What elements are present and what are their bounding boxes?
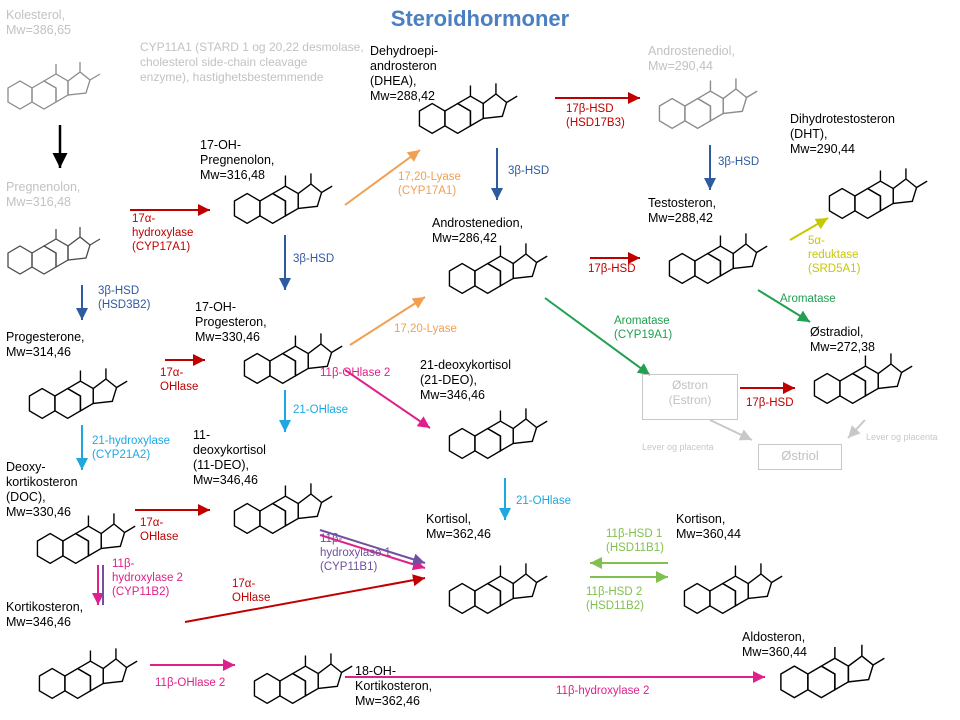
- ostriol-box: Østriol: [758, 444, 842, 470]
- enzyme-11b-hydroxylase-2-bottom: 11β-hydroxylase 2: [556, 685, 650, 697]
- arrow-ostron-ostriol: [709, 419, 753, 441]
- kortison-structure: [683, 562, 783, 615]
- enzyme-17a-hydroxylase: 17α- hydroxylase (CYP17A1): [132, 213, 194, 253]
- enzyme-11b-hydroxylase-1: 11β- hydroxylase 1 (CYP11B1): [320, 533, 391, 573]
- arrow-11deo-kortisol-a: [319, 534, 426, 571]
- lever-placenta-note-b: Lever og placenta: [866, 432, 938, 442]
- testosteron-structure: [668, 232, 768, 285]
- enzyme-aromatase-b: Aromatase: [780, 293, 836, 305]
- androstenediol-label: Androstenediol,Mw=290,44: [648, 44, 735, 73]
- pregnenolon-structure: [7, 226, 101, 275]
- enzyme-11b-ohlase-2-b: 11β-OHlase 2: [155, 677, 226, 689]
- ostradiol-structure: [813, 352, 913, 405]
- deo21-structure: [448, 407, 548, 460]
- doc-structure: [36, 512, 136, 565]
- androstenedion-structure: [448, 242, 548, 295]
- dhea-label: Dehydroepi- androsteron (DHEA),Mw=288,42: [370, 44, 439, 103]
- testosteron-label: Testosteron,Mw=288,42: [648, 196, 717, 225]
- enzyme-17-20-lyase-a: 17,20-Lyase (CYP17A1): [398, 171, 461, 197]
- page-title: Steroidhormoner: [390, 6, 570, 31]
- enzyme-11b-hsd-2: 11β-HSD 2 (HSD11B2): [586, 586, 644, 612]
- enzyme-17b-hsd-b: 17β-HSD: [588, 263, 636, 275]
- kortikosteron-structure: [38, 647, 138, 700]
- enzyme-21-ohlase-a: 21-OHlase: [293, 404, 348, 416]
- arrow-testosteron-ostradiol: [757, 289, 811, 323]
- oh18-label: 18-OH- Kortikosteron,Mw=362,46: [355, 664, 433, 708]
- arrow-11deo-kortisol-b: [319, 529, 426, 566]
- oh-preg-label: 17-OH- Pregnenolon,Mw=316,48: [200, 138, 275, 182]
- enzyme-17a-ohlase-c: 17α- OHlase: [232, 578, 271, 604]
- enzyme-17-20-lyase-b: 17,20-Lyase: [394, 323, 457, 335]
- kortisol-label: Kortisol,Mw=362,46: [426, 512, 491, 541]
- oh18-structure: [253, 652, 353, 705]
- enzyme-17b-hsd-c: 17β-HSD: [746, 397, 794, 409]
- enzyme-3b-hsd-d: 3β-HSD: [718, 156, 760, 168]
- enzyme-21-ohlase-b: 21-OHlase: [516, 495, 571, 507]
- ostradiol-label: Østradiol,Mw=272,38: [810, 325, 875, 354]
- androstenedion-label: Androstenedion,Mw=286,42: [432, 216, 524, 245]
- ostron-box: Østron (Estron): [642, 374, 738, 420]
- kortison-label: Kortison,Mw=360,44: [676, 512, 741, 541]
- kolesterol-structure: [7, 61, 101, 110]
- pregnenolon-label: Pregnenolon,Mw=316,48: [6, 180, 81, 209]
- kortikosteron-label: Kortikosteron,Mw=346,46: [6, 600, 84, 629]
- progesterone-label: Progesterone,Mw=314,46: [6, 330, 85, 359]
- kolesterol-label: Kolesterol,Mw=386,65: [6, 8, 71, 37]
- kortisol-structure: [448, 562, 548, 615]
- arrow-ohprog-21deo: [344, 369, 431, 429]
- deo21-label: 21-deoxykortisol (21-DEO),Mw=346,46: [420, 358, 512, 402]
- enzyme-17a-ohlase-a: 17α- OHlase: [160, 367, 199, 393]
- arrow-kortikosteron-kortisol: [184, 574, 426, 623]
- enzyme-3b-hsd-c: 3β-HSD: [508, 165, 550, 177]
- enzyme-21-hydroxylase: 21-hydroxylase (CYP21A2): [92, 435, 170, 461]
- enzyme-11b-ohlase-2-a: 11β-OHlase 2: [320, 367, 391, 379]
- enzyme-5a-reduktase: 5α- reduktase (SRD5A1): [808, 235, 861, 275]
- enzyme-aromatase-cyp19a1: Aromatase (CYP19A1): [614, 315, 673, 341]
- oh-prog-label: 17-OH- Progesteron,Mw=330,46: [195, 300, 267, 344]
- progesterone-structure: [28, 367, 128, 420]
- enzyme-3b-hsd-hsd3b2: 3β-HSD (HSD3B2): [98, 285, 151, 311]
- doc-label: Deoxy- kortikosteron (DOC),Mw=330,46: [6, 460, 78, 519]
- enzyme-17b-hsd-hsd17b3: 17β-HSD (HSD17B3): [566, 103, 625, 129]
- cyp11a1-note: CYP11A1 (STARD 1 og 20,22 desmolase, cho…: [140, 40, 364, 84]
- arrow-ostradiol-ostriol: [847, 419, 866, 439]
- arrow-ohpreg-dhea: [344, 149, 421, 206]
- enzyme-17a-ohlase-b: 17α- OHlase: [140, 517, 179, 543]
- androstenediol-structure: [658, 77, 758, 130]
- enzyme-11b-hydroxylase-2: 11β- hydroxylase 2 (CYP11B2): [112, 558, 183, 598]
- aldosteron-label: Aldosteron,Mw=360,44: [742, 630, 807, 659]
- arrow-testosteron-dht: [789, 217, 829, 241]
- enzyme-11b-hsd-1: 11β-HSD 1 (HSD11B1): [606, 528, 664, 554]
- lever-placenta-note-a: Lever og placenta: [642, 442, 714, 452]
- deo11-label: 11- deoxykortisol (11-DEO),Mw=346,46: [193, 428, 266, 487]
- arrow-androstenedion-ostron: [544, 297, 651, 376]
- deo11-structure: [233, 482, 333, 535]
- dht-structure: [828, 167, 928, 220]
- enzyme-3b-hsd-b: 3β-HSD: [293, 253, 335, 265]
- arrow-ohprog-androstenedion: [349, 296, 426, 346]
- dht-label: Dihydrotestosteron (DHT),Mw=290,44: [790, 112, 895, 156]
